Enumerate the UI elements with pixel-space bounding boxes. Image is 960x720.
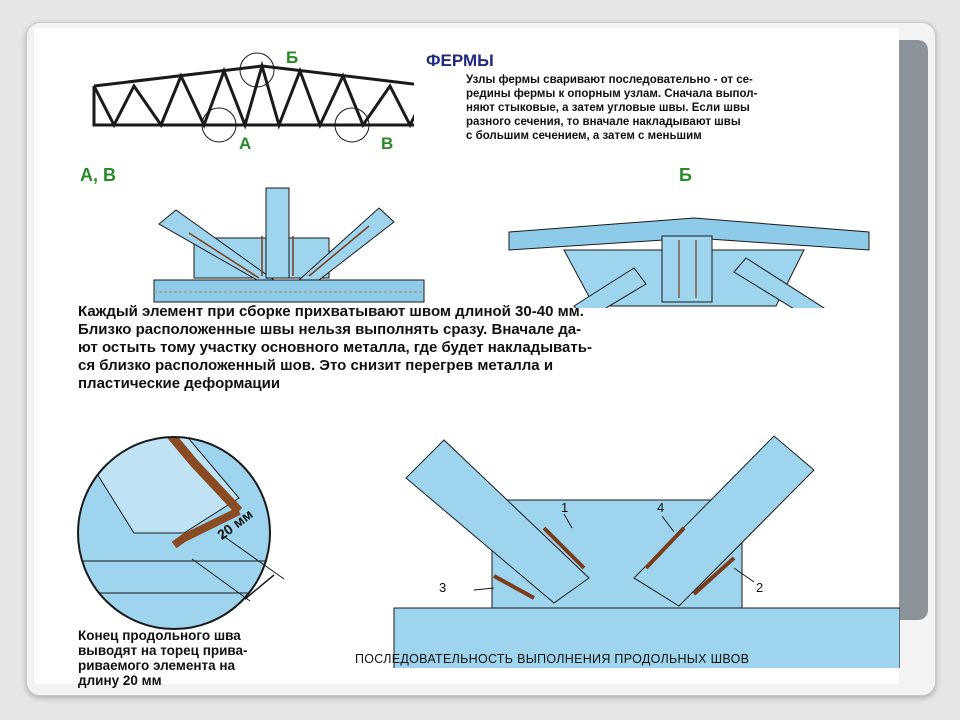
detail-caption-line: выводят на торец прива- [78,643,248,658]
ridge-right-diagonal [733,257,825,308]
intro-text: Узлы фермы сваривают последовательно - о… [466,73,757,143]
intro-line: с большим сечением, а затем с меньшим [466,130,702,142]
main-text-line: пластические деформации [78,375,281,392]
weld-sequence-drawing [393,435,900,668]
intro-line: разного сечения, то вначале накладывают … [466,116,741,128]
bottom-chord [153,279,425,303]
main-text: Каждый элемент при сборке прихватывают ш… [78,303,592,393]
truss-label-b: Б [286,48,299,67]
main-text-line: Близко расположенные швы нельзя выполнят… [78,321,582,338]
page-title: ФЕРМЫ [426,51,494,70]
left-diagonal [158,209,276,281]
node-v-circle [334,107,370,143]
poster: ФЕРМЫ Узлы фермы сваривают последователь… [34,28,900,688]
sequence-chord [393,607,900,668]
sequence-right-diagonal [633,435,815,607]
top-chord [508,217,870,251]
ridge-post [661,235,713,303]
node-b-drawing [508,217,870,308]
node-label-av: А, В [80,165,116,185]
sequence-caption: ПОСЛЕДОВАТЕЛЬНОСТЬ ВЫПОЛНЕНИЯ ПРОДОЛЬНЫХ… [355,652,750,666]
detail-caption-line: длину 20 мм [78,673,162,688]
truss-label-a: А [239,134,252,153]
node-label-b: Б [679,165,692,185]
weld-detail-drawing [77,436,285,630]
detail-caption: Конец продольного шва выводят на торец п… [78,628,248,688]
truss-diagram [92,52,414,143]
sequence-number-3: 3 [439,580,447,595]
ridge-left-diagonal [573,267,647,308]
node-b-circle [239,52,275,88]
intro-line: Узлы фермы сваривают последовательно - о… [466,74,753,86]
sequence-number-4: 4 [657,500,665,515]
slide-side-bar [898,40,928,620]
node-a-circle [201,107,237,143]
intro-line: няют стыковые, а затем угловые швы. Если… [466,102,750,114]
main-text-line: ся близко расположенный шов. Это снизит … [78,357,554,374]
sequence-left-diagonal [405,439,590,604]
main-text-line: ют остыть тому участку основного металла… [78,339,592,356]
main-text-line: Каждый элемент при сборке прихватывают ш… [78,303,584,320]
sequence-number-1: 1 [561,500,569,515]
truss-label-v: В [381,134,394,153]
detail-caption-line: риваемого элемента на [78,658,236,673]
detail-caption-line: Конец продольного шва [78,628,241,643]
intro-line: редины фермы к опорным узлам. Сначала вы… [466,88,758,100]
vertical-member [265,187,290,279]
node-av-drawing [153,187,425,303]
sequence-number-2: 2 [756,580,764,595]
